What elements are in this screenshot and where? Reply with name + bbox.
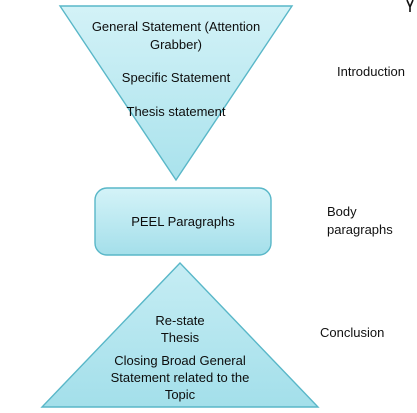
conclusion-triangle bbox=[40, 261, 320, 408]
conclusion-line-5: Topic bbox=[164, 387, 196, 402]
body-box-text: PEEL Paragraphs bbox=[131, 214, 235, 229]
body-side-label-line-1: Body bbox=[327, 204, 357, 219]
introduction-side-label: Introduction bbox=[337, 64, 405, 79]
conclusion-line-2: Thesis bbox=[160, 330, 200, 345]
conclusion-line-4: Statement related to the bbox=[110, 370, 250, 385]
body-side-label: Body paragraphs bbox=[327, 203, 393, 239]
conclusion-line-1: Re-state bbox=[155, 313, 205, 328]
cropped-edge-fragment bbox=[403, 0, 417, 14]
introduction-line-3: Specific Statement bbox=[121, 70, 231, 85]
introduction-inverted-triangle bbox=[58, 5, 294, 182]
cropped-glyph-icon bbox=[406, 0, 414, 12]
conclusion-line-3: Closing Broad General bbox=[114, 353, 246, 368]
body-side-label-line-2: paragraphs bbox=[327, 222, 393, 237]
introduction-line-2: Grabber) bbox=[149, 37, 203, 52]
introduction-line-1: General Statement (Attention bbox=[91, 19, 261, 34]
introduction-line-4: Thesis statement bbox=[126, 104, 226, 119]
body-paragraphs-box bbox=[94, 187, 272, 256]
conclusion-side-label: Conclusion bbox=[320, 325, 385, 340]
